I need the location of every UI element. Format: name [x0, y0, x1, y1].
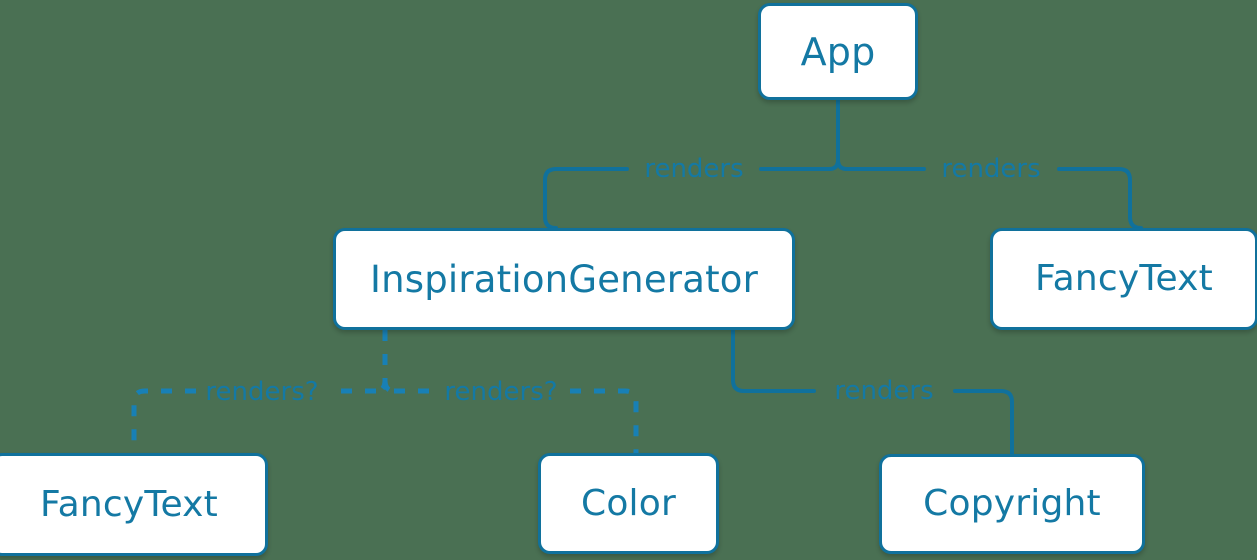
node-fancytext-right[interactable]: FancyText	[990, 228, 1257, 330]
edge-label-inspirationgenerator-to-copyright: renders	[834, 376, 934, 406]
node-app[interactable]: App	[758, 3, 918, 100]
node-color[interactable]: Color	[538, 453, 719, 554]
edge-inspirationgenerator-to-copyright	[731, 328, 1014, 456]
node-copyright[interactable]: Copyright	[879, 454, 1145, 554]
edge-app-to-inspirationgenerator	[543, 167, 831, 230]
node-inspirationgenerator-label: InspirationGenerator	[369, 257, 759, 301]
edge-inspirationgenerator-to-fancytext-dashed	[131, 388, 376, 455]
node-copyright-label: Copyright	[923, 483, 1101, 524]
edge-label-app-to-fancytext: renders	[941, 154, 1041, 184]
edge-label-inspirationgenerator-to-fancytext: renders?	[205, 377, 319, 407]
edge-inspirationgenerator-to-color-dashed	[394, 388, 639, 455]
edge-app-to-fancytext	[845, 167, 1143, 230]
edge-label-inspirationgenerator-to-color: renders?	[444, 377, 558, 407]
node-color-label: Color	[581, 482, 676, 524]
node-fancytext-left-label: FancyText	[40, 483, 218, 525]
node-app-label: App	[800, 29, 876, 74]
node-inspirationgenerator[interactable]: InspirationGenerator	[333, 228, 795, 330]
edge-label-app-to-inspirationgenerator: renders	[644, 154, 744, 184]
node-fancytext-right-label: FancyText	[1035, 258, 1213, 299]
edge-inspirationgenerator-dashed-trunk-right	[382, 379, 395, 394]
node-fancytext-left[interactable]: FancyText	[0, 453, 268, 556]
